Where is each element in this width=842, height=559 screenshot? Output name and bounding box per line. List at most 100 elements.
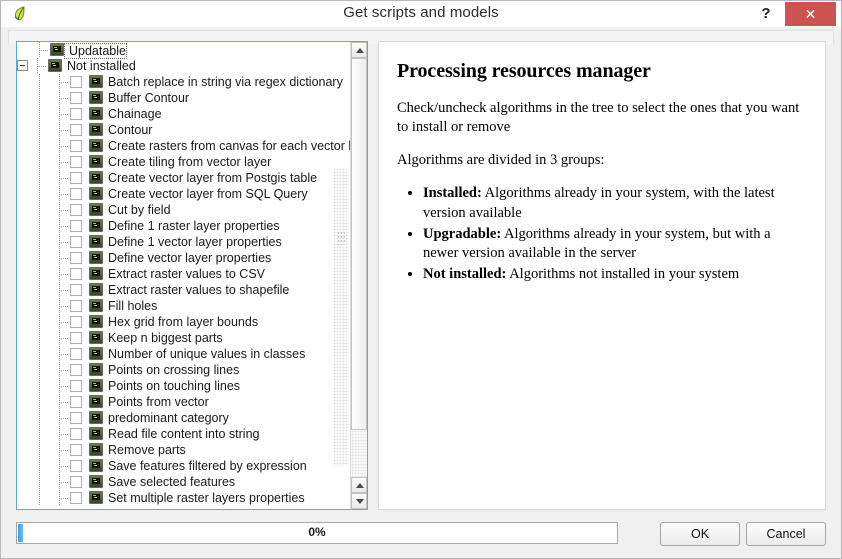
tree-item-row[interactable]: Contour xyxy=(17,122,350,138)
item-checkbox[interactable] xyxy=(70,444,82,456)
item-checkbox[interactable] xyxy=(70,364,82,376)
progress-fill xyxy=(18,524,23,542)
tree-inner-scroll-track[interactable] xyxy=(333,168,349,466)
ok-button[interactable]: OK xyxy=(660,522,740,546)
tree-item-row[interactable]: Number of unique values in classes xyxy=(17,346,350,362)
scroll-up-button-secondary[interactable] xyxy=(351,477,367,493)
item-checkbox[interactable] xyxy=(70,108,82,120)
tree-item-row[interactable]: Remove parts xyxy=(17,442,350,458)
script-icon xyxy=(89,315,103,328)
tree-item-row[interactable]: Create rasters from canvas for each vect… xyxy=(17,138,350,154)
tree-item-row[interactable]: Points on crossing lines xyxy=(17,362,350,378)
tree-scrollbar[interactable] xyxy=(350,42,367,509)
item-checkbox[interactable] xyxy=(70,252,82,264)
item-checkbox[interactable] xyxy=(70,284,82,296)
item-checkbox[interactable] xyxy=(70,172,82,184)
tree-item-label: Chainage xyxy=(108,107,162,121)
item-checkbox[interactable] xyxy=(70,412,82,424)
scroll-up-button[interactable] xyxy=(351,42,367,58)
tree-group-row[interactable]: Not installed xyxy=(17,58,350,74)
tree-item-row[interactable]: Create vector layer from Postgis table xyxy=(17,170,350,186)
tree-item-row[interactable]: Buffer Contour xyxy=(17,90,350,106)
item-checkbox[interactable] xyxy=(70,268,82,280)
tree-item-row[interactable]: Define 1 vector layer properties xyxy=(17,234,350,250)
item-checkbox[interactable] xyxy=(70,140,82,152)
tree-item-row[interactable]: Create vector layer from SQL Query xyxy=(17,186,350,202)
script-icon xyxy=(89,347,103,360)
tree-item-row[interactable]: Points from vector xyxy=(17,394,350,410)
item-checkbox[interactable] xyxy=(70,492,82,504)
item-checkbox[interactable] xyxy=(70,124,82,136)
item-checkbox[interactable] xyxy=(70,460,82,472)
tree-guide xyxy=(30,186,50,202)
cancel-button[interactable]: Cancel xyxy=(746,522,826,546)
tree-item-row[interactable]: Save features filtered by expression xyxy=(17,458,350,474)
script-icon xyxy=(89,379,103,392)
item-checkbox[interactable] xyxy=(70,380,82,392)
group-text: Algorithms not installed in your system xyxy=(506,265,740,282)
scroll-track[interactable] xyxy=(351,430,367,477)
tree-group-row[interactable]: Updatable xyxy=(17,42,350,59)
item-checkbox[interactable] xyxy=(70,76,82,88)
tree-item-label: Define 1 raster layer properties xyxy=(108,219,280,233)
tree-item-row[interactable]: Chainage xyxy=(17,106,350,122)
script-icon xyxy=(89,427,103,440)
description-paragraph-2: Algorithms are divided in 3 groups: xyxy=(397,152,605,169)
tree-guide xyxy=(50,106,70,122)
tree-item-row[interactable]: Read file content into string xyxy=(17,426,350,442)
tree-item-label: Points on touching lines xyxy=(108,379,241,393)
item-checkbox[interactable] xyxy=(70,220,82,232)
tree-item-row[interactable]: Define vector layer properties xyxy=(17,250,350,266)
tree-guide xyxy=(50,362,70,378)
collapse-toggle-icon[interactable] xyxy=(17,60,28,71)
tree-guide xyxy=(50,490,70,506)
item-checkbox[interactable] xyxy=(70,92,82,104)
tree-item-row[interactable]: Points on touching lines xyxy=(17,378,350,394)
tree-item-row[interactable]: Batch replace in string via regex dictio… xyxy=(17,74,350,90)
tree-guide xyxy=(50,170,70,186)
tree-item-row[interactable]: predominant category xyxy=(17,410,350,426)
item-checkbox[interactable] xyxy=(70,396,82,408)
scroll-down-button[interactable] xyxy=(351,493,367,509)
tree-item-row[interactable]: Create tiling from vector layer xyxy=(17,154,350,170)
tree-guide xyxy=(30,170,50,186)
tree-item-row[interactable]: Keep n biggest parts xyxy=(17,330,350,346)
tree-item-row[interactable]: Hex grid from layer bounds xyxy=(17,314,350,330)
item-checkbox[interactable] xyxy=(70,188,82,200)
tree-item-row[interactable]: Extract raster values to CSV xyxy=(17,266,350,282)
item-checkbox[interactable] xyxy=(70,476,82,488)
item-checkbox[interactable] xyxy=(70,348,82,360)
item-checkbox[interactable] xyxy=(70,316,82,328)
tree-guide xyxy=(30,378,50,394)
item-checkbox[interactable] xyxy=(70,428,82,440)
scroll-thumb[interactable] xyxy=(351,58,367,430)
tree-item-label: Contour xyxy=(108,123,153,137)
tree-item-label: Fill holes xyxy=(108,299,158,313)
script-icon xyxy=(48,59,62,72)
tree-guide xyxy=(28,58,48,74)
tree-item-row[interactable]: Cut by field xyxy=(17,202,350,218)
tree-guide xyxy=(30,122,50,138)
group-term: Installed: xyxy=(423,185,482,202)
tree-item-row[interactable]: Set multiple raster layers properties xyxy=(17,490,350,506)
help-icon[interactable]: ? xyxy=(761,5,771,22)
item-checkbox[interactable] xyxy=(70,204,82,216)
tree-item-row[interactable]: Extract raster values to shapefile xyxy=(17,282,350,298)
item-checkbox[interactable] xyxy=(70,300,82,312)
script-icon xyxy=(89,155,103,168)
chevron-up-icon xyxy=(356,48,364,53)
tree-item-row[interactable]: Define 1 raster layer properties xyxy=(17,218,350,234)
tree-inner-scrollbar[interactable] xyxy=(333,42,350,509)
close-icon[interactable]: ✕ xyxy=(785,2,836,26)
tree-guide xyxy=(50,218,70,234)
tree-item-label: Set multiple raster layers properties xyxy=(108,491,305,505)
item-checkbox[interactable] xyxy=(70,236,82,248)
tree-item-row[interactable]: Save selected features xyxy=(17,474,350,490)
tree-item-row[interactable]: Fill holes xyxy=(17,298,350,314)
tree-guide xyxy=(30,218,50,234)
item-checkbox[interactable] xyxy=(70,156,82,168)
item-checkbox[interactable] xyxy=(70,332,82,344)
